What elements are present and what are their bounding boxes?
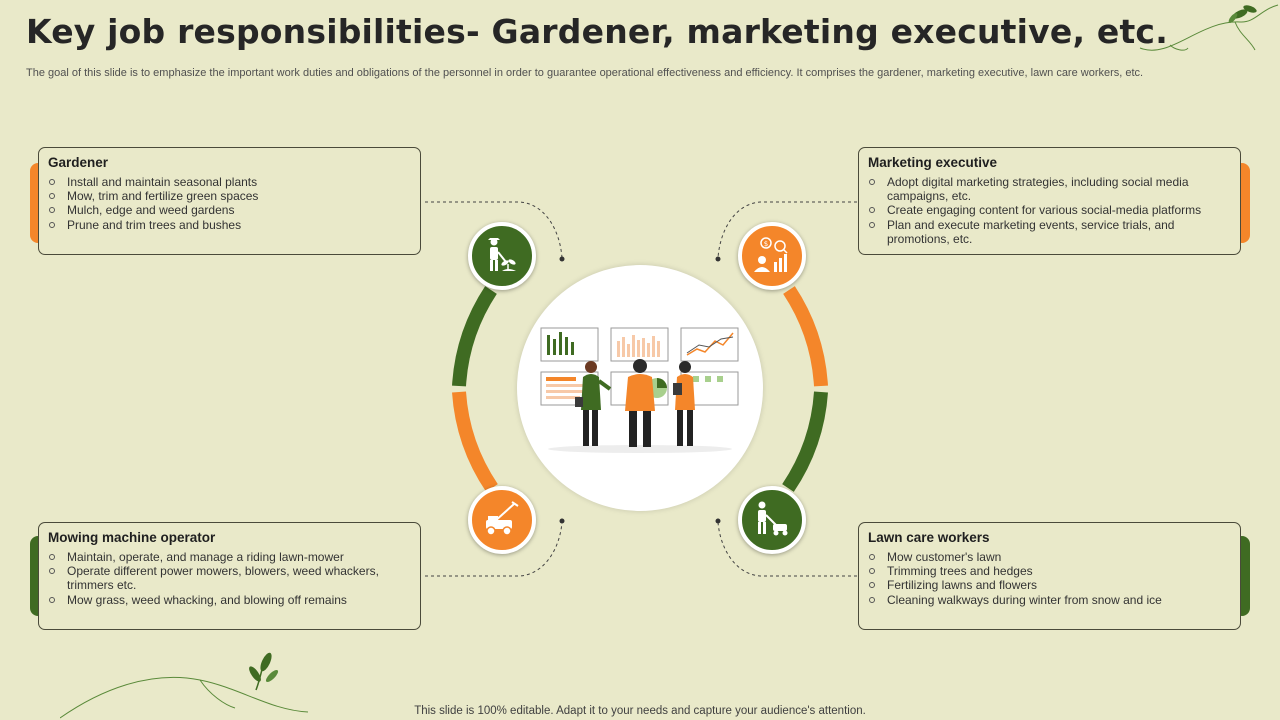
- vine-decoration-top: [1139, 4, 1279, 51]
- ring-arc-left-green: [452, 286, 497, 387]
- list-item: Prune and trim trees and bushes: [48, 218, 411, 232]
- list-item: Fertilizing lawns and flowers: [868, 578, 1231, 592]
- list-item: Trimming trees and hedges: [868, 564, 1231, 578]
- responsibility-list: Maintain, operate, and manage a riding l…: [48, 550, 411, 607]
- footer-note: This slide is 100% editable. Adapt it to…: [414, 705, 866, 717]
- page-subtitle: The goal of this slide is to emphasize t…: [26, 67, 1144, 79]
- card-title: Gardener: [48, 155, 109, 170]
- gardener-icon: [468, 222, 536, 290]
- svg-text:$: $: [764, 240, 768, 248]
- connector-marketing: [717, 201, 857, 259]
- vine-decoration-bottom: [60, 652, 309, 719]
- gardener-card: Gardener Install and maintain seasonal p…: [38, 147, 421, 255]
- lawn-care-card: Lawn care workers Mow customer's lawn Tr…: [858, 522, 1241, 630]
- marketing-icon: $: [738, 222, 806, 290]
- lawn-worker-icon: [738, 486, 806, 554]
- list-item: Plan and execute marketing events, servi…: [868, 218, 1231, 246]
- ring-arc-left-orange: [452, 391, 498, 492]
- ring-arc-right-green: [782, 391, 828, 492]
- marketing-executive-card: Marketing executive Adopt digital market…: [858, 147, 1241, 255]
- card-title: Mowing machine operator: [48, 530, 216, 545]
- list-item: Operate different power mowers, blowers,…: [48, 564, 411, 592]
- list-item: Install and maintain seasonal plants: [48, 175, 411, 189]
- mowing-operator-card: Mowing machine operator Maintain, operat…: [38, 522, 421, 630]
- responsibility-list: Mow customer's lawn Trimming trees and h…: [868, 550, 1231, 607]
- list-item: Mulch, edge and weed gardens: [48, 203, 411, 217]
- responsibility-list: Install and maintain seasonal plants Mow…: [48, 175, 411, 232]
- connector-lawn-care: [717, 521, 857, 577]
- list-item: Mow grass, weed whacking, and blowing of…: [48, 593, 411, 607]
- page-title: Key job responsibilities- Gardener, mark…: [26, 12, 1168, 51]
- list-item: Create engaging content for various soci…: [868, 203, 1231, 217]
- responsibility-list: Adopt digital marketing strategies, incl…: [868, 175, 1231, 246]
- list-item: Mow customer's lawn: [868, 550, 1231, 564]
- team-illustration: [517, 265, 763, 511]
- list-item: Adopt digital marketing strategies, incl…: [868, 175, 1231, 203]
- list-item: Cleaning walkways during winter from sno…: [868, 593, 1231, 607]
- connector-mowing: [425, 521, 563, 577]
- card-title: Marketing executive: [868, 155, 998, 170]
- connector-gardener: [425, 201, 563, 259]
- ring-arc-right-orange: [783, 286, 828, 387]
- card-title: Lawn care workers: [868, 530, 990, 545]
- list-item: Mow, trim and fertilize green spaces: [48, 189, 411, 203]
- lawn-mower-icon: [468, 486, 536, 554]
- list-item: Maintain, operate, and manage a riding l…: [48, 550, 411, 564]
